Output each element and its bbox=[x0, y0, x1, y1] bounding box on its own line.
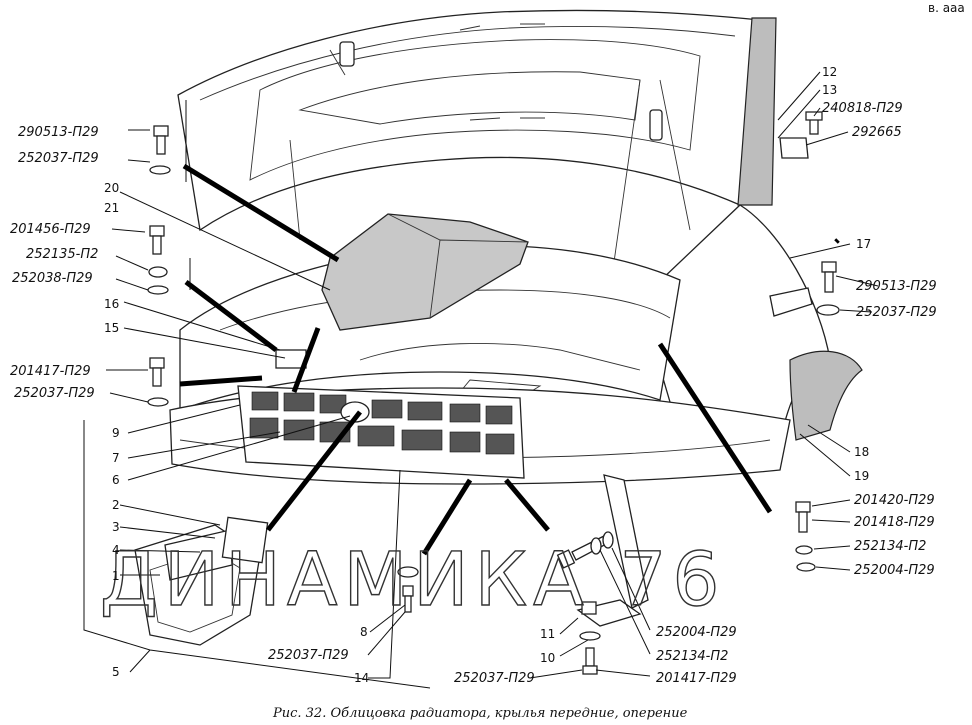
callout-21: 21 bbox=[104, 201, 119, 215]
part-code-252135-left: 252135-П2 bbox=[26, 247, 98, 262]
callout-11: 11 bbox=[540, 627, 555, 641]
leader-lines bbox=[83, 71, 879, 689]
part-code-252037-right: 252037-П29 bbox=[856, 305, 937, 320]
callout-2: 2 bbox=[112, 498, 120, 512]
callout-4: 4 bbox=[112, 543, 120, 557]
callout-9: 9 bbox=[112, 426, 120, 440]
callout-19: 19 bbox=[854, 469, 869, 483]
part-code-201418-right: 201418-П29 bbox=[854, 515, 935, 530]
callout-14: 14 bbox=[354, 671, 369, 685]
top-right-mark: в. ааа bbox=[928, 1, 965, 15]
part-code-252037-bottom-b: 252037-П29 bbox=[454, 671, 535, 686]
bolt-icon bbox=[795, 501, 816, 572]
part-code-252037-left-b: 252037-П29 bbox=[14, 386, 95, 401]
callout-20: 20 bbox=[104, 181, 119, 195]
headlight-assembly bbox=[134, 516, 269, 646]
part-code-252004-right: 252004-П29 bbox=[854, 563, 935, 578]
bolt-icon bbox=[147, 225, 169, 295]
callout-15: 15 bbox=[104, 321, 119, 335]
part-code-290513-left: 290513-П29 bbox=[18, 125, 99, 140]
part-code-201456-left: 201456-П29 bbox=[10, 222, 91, 237]
callout-10: 10 bbox=[540, 651, 555, 665]
air-intake-box bbox=[321, 213, 529, 331]
bolt-icon bbox=[816, 261, 840, 316]
part-code-201417-bottom: 201417-П29 bbox=[656, 671, 737, 686]
part-code-252038-left: 252038-П29 bbox=[12, 271, 93, 286]
callout-13: 13 bbox=[822, 83, 837, 97]
callout-12: 12 bbox=[822, 65, 837, 79]
callout-16: 16 bbox=[104, 297, 119, 311]
part-code-252134-bottom: 252134-П2 bbox=[656, 649, 728, 664]
callout-8: 8 bbox=[360, 625, 368, 639]
radiator-grille bbox=[237, 385, 525, 479]
watermark: ДИНАМИКА 76 bbox=[100, 537, 725, 623]
bolt-icon bbox=[397, 566, 419, 613]
assembly-arrows bbox=[179, 163, 840, 556]
part-code-290513-right: 290513-П29 bbox=[856, 279, 937, 294]
callout-6: 6 bbox=[112, 473, 120, 487]
part-code-201420-right: 201420-П29 bbox=[854, 493, 935, 508]
callout-1: 1 bbox=[112, 569, 120, 583]
fender-seal-strip bbox=[737, 17, 777, 206]
callout-7: 7 bbox=[112, 451, 120, 465]
callout-3: 3 bbox=[112, 520, 120, 534]
part-code-252004-bottom: 252004-П29 bbox=[656, 625, 737, 640]
callout-18: 18 bbox=[854, 445, 869, 459]
figure-caption: Рис. 32. Облицовка радиатора, крылья пер… bbox=[272, 706, 688, 721]
bolt-icon bbox=[579, 601, 601, 675]
part-code-252037-left-a: 252037-П29 bbox=[18, 151, 99, 166]
bolt-icon bbox=[556, 531, 614, 569]
callout-17: 17 bbox=[856, 237, 871, 251]
part-code-252037-bottom: 252037-П29 bbox=[268, 648, 349, 663]
bolt-icon bbox=[147, 357, 169, 407]
car-front-drawing bbox=[134, 9, 863, 646]
wheel-arch-seal bbox=[789, 350, 863, 441]
part-code-240818-right: 240818-П29 bbox=[822, 101, 903, 116]
part-code-292665-right: 292665 bbox=[852, 125, 902, 140]
part-code-201417-left: 201417-П29 bbox=[10, 364, 91, 379]
fasteners bbox=[147, 111, 840, 675]
callout-5: 5 bbox=[112, 665, 120, 679]
bolt-icon bbox=[149, 125, 171, 175]
part-code-252134-right: 252134-П2 bbox=[854, 539, 926, 554]
